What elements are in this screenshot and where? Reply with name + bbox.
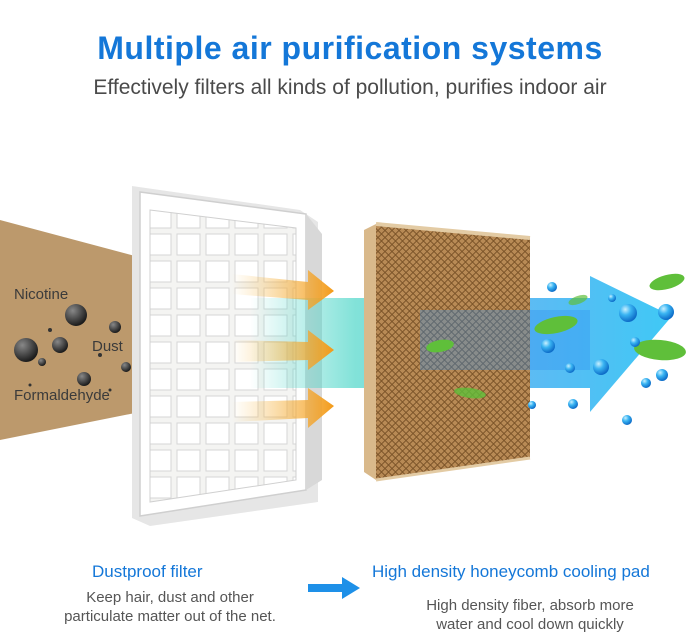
pollutant-label-nicotine: Nicotine [14,286,69,303]
pad-caption-text: High density fiber, absorb more water an… [380,596,680,634]
purification-illustration [0,186,686,526]
pad-caption-line-2: water and cool down quickly [436,616,624,633]
filter-caption-line-1: Keep hair, dust and other [86,589,254,606]
polluted-air-stream [0,220,150,440]
page-title: Multiple air purification systems [97,30,603,66]
pad-caption-line-1: High density fiber, absorb more [426,597,634,614]
filter-caption-text: Keep hair, dust and other particulate ma… [20,588,320,626]
filter-caption-heading: Dustproof filter [92,562,203,581]
pollutant-label-dust: Dust [92,338,123,355]
leaf-particles [426,273,686,399]
airflow-arrows [232,270,334,428]
pad-caption-heading: High density honeycomb cooling pad [372,562,650,581]
honeycomb-cooling-pad [364,222,531,482]
arrow-right-icon [308,577,360,599]
page-subtitle: Effectively filters all kinds of polluti… [93,76,607,99]
dust-particles [14,304,142,392]
water-droplets [528,282,674,425]
filter-caption-line-2: particulate matter out of the net. [64,608,276,625]
pollutant-label-formaldehyde: Formaldehyde [14,387,110,404]
